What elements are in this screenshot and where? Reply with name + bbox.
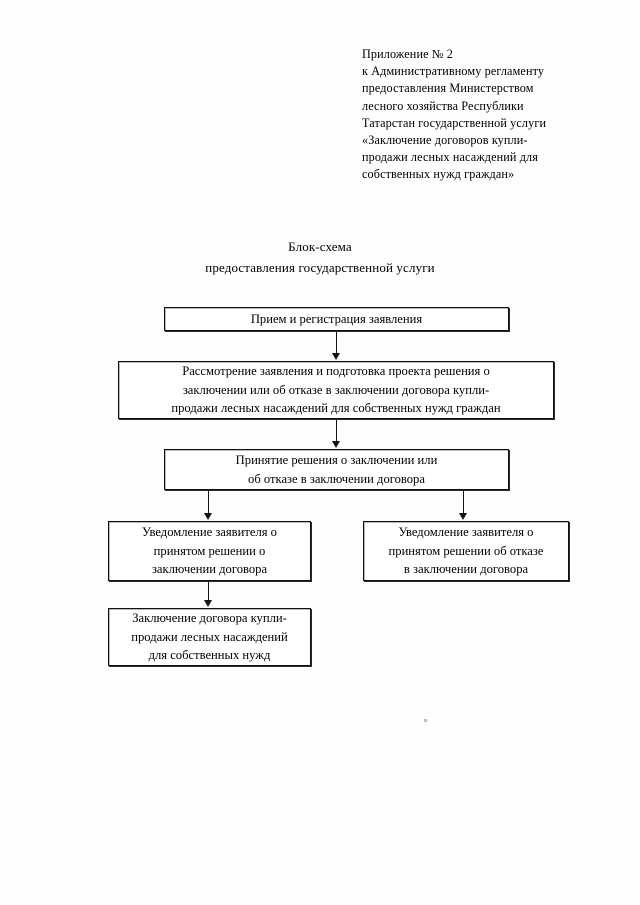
flow-node-notify-approval-line-3: заключении договора xyxy=(151,562,268,577)
connector-intake-to-review xyxy=(336,332,338,354)
flow-node-review-line-3: продажи лесных насаждений для собственны… xyxy=(171,401,501,416)
flow-node-review-line-1: Рассмотрение заявления и подготовка прое… xyxy=(182,364,490,379)
header-line-4: лесного хозяйства Республики xyxy=(362,98,524,113)
flow-node-decision-line-2: об отказе в заключении договора xyxy=(248,471,425,486)
connector-decision-to-notify-approval xyxy=(208,491,210,514)
page-title: Блок-схема предоставления государственно… xyxy=(0,236,640,278)
connector-review-to-decision xyxy=(336,420,338,442)
flow-node-intake-label: Прием и регистрация заявления xyxy=(250,311,423,326)
header-line-3: предоставления Министерством xyxy=(362,81,534,96)
flow-node-notify-refusal-line-3: в заключении договора xyxy=(403,562,529,577)
flow-node-decision-line-1: Принятие решения о заключении или xyxy=(235,453,438,467)
flow-node-notify-approval-line-2: принятом решении о xyxy=(153,543,266,558)
flow-node-intake: Прием и регистрация заявления xyxy=(164,307,509,331)
page-title-line-2: предоставления государственной услуги xyxy=(205,260,435,275)
header-line-8: собственных нужд граждан» xyxy=(362,167,515,182)
flow-node-contract-line-2: продажи лесных насаждений xyxy=(131,629,288,644)
flow-node-review: Рассмотрение заявления и подготовка прое… xyxy=(118,361,554,419)
flow-node-notify-refusal: Уведомление заявителя о принятом решении… xyxy=(363,521,569,581)
header-line-1: Приложение № 2 xyxy=(362,47,453,61)
connector-notify-approval-to-contract xyxy=(208,582,210,602)
arrowhead-icon-review-to-decision xyxy=(331,441,340,448)
flow-node-notify-approval-label: Уведомление заявителя о принятом решении… xyxy=(115,523,304,579)
flow-node-contract-line-1: Заключение договора купли- xyxy=(132,611,287,626)
arrowhead-icon-notify-approval-to-contract xyxy=(203,600,212,607)
flow-node-notify-approval-line-1: Уведомление заявителя о xyxy=(142,525,277,540)
page-title-line-1: Блок-схема xyxy=(288,239,352,254)
header-line-2: к Административному регламенту xyxy=(362,64,545,79)
flow-node-contract: Заключение договора купли- продажи лесны… xyxy=(108,608,311,666)
header-line-7: продажи лесных насаждений для xyxy=(362,150,538,165)
arrowhead-icon-decision-to-notify-refusal xyxy=(458,513,467,520)
flow-node-review-line-2: заключении или об отказе в заключении до… xyxy=(182,382,490,397)
flow-node-decision: Принятие решения о заключении или об отк… xyxy=(164,449,509,490)
scan-artifact xyxy=(424,719,427,722)
appendix-header: Приложение № 2 к Административному регла… xyxy=(362,46,577,184)
connector-decision-to-notify-refusal xyxy=(463,491,465,514)
flow-node-review-label: Рассмотрение заявления и подготовка прое… xyxy=(125,362,547,418)
flow-node-notify-refusal-line-1: Уведомление заявителя о xyxy=(398,525,534,540)
arrowhead-icon-intake-to-review xyxy=(331,353,340,360)
arrowhead-icon-decision-to-notify-approval xyxy=(203,513,212,520)
flow-node-contract-label: Заключение договора купли- продажи лесны… xyxy=(115,609,304,665)
header-line-5: Татарстан государственной услуги xyxy=(362,115,547,130)
flow-node-contract-line-3: для собственных нужд xyxy=(148,648,271,663)
flow-node-notify-refusal-line-2: принятом решении об отказе xyxy=(388,543,544,558)
flow-node-notify-refusal-label: Уведомление заявителя о принятом решении… xyxy=(370,523,562,579)
flow-node-notify-approval: Уведомление заявителя о принятом решении… xyxy=(108,521,311,581)
flow-node-decision-label: Принятие решения о заключении или об отк… xyxy=(171,451,502,488)
header-line-6: «Заключение договоров купли- xyxy=(362,133,528,148)
